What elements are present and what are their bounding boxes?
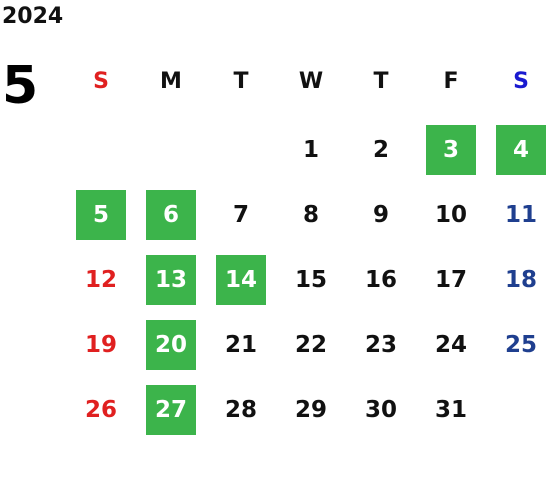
day-cell-holiday: 20 [146,320,196,370]
day-cell: 26 [84,397,117,423]
day-cell: 7 [232,202,249,228]
weekday-header: S [93,68,109,94]
day-cell: 17 [434,267,467,293]
day-cell: 1 [302,137,319,163]
day-cell-holiday: 3 [426,125,476,175]
day-cell: 25 [504,332,537,358]
day-cell: 29 [294,397,327,423]
weekday-header: S [513,68,529,94]
weekday-header: M [160,68,182,94]
month-number: 5 [2,56,39,116]
day-cell: 10 [434,202,467,228]
day-cell-holiday: 13 [146,255,196,305]
day-cell: 12 [84,267,117,293]
year-label: 2024 [2,4,64,29]
day-cell: 31 [434,397,467,423]
day-cell: 9 [372,202,389,228]
day-cell: 30 [364,397,397,423]
day-cell: 24 [434,332,467,358]
day-cell-holiday: 5 [76,190,126,240]
day-cell: 18 [504,267,537,293]
weekday-header: T [233,68,249,94]
day-cell: 16 [364,267,397,293]
day-cell: 21 [224,332,257,358]
day-cell-holiday: 27 [146,385,196,435]
day-cell: 15 [294,267,327,293]
day-cell-holiday: 14 [216,255,266,305]
weekday-header: F [443,68,459,94]
day-cell-holiday: 4 [496,125,546,175]
day-cell: 28 [224,397,257,423]
weekday-header: W [298,68,324,94]
day-cell: 22 [294,332,327,358]
day-cell: 19 [84,332,117,358]
day-cell: 23 [364,332,397,358]
day-cell: 2 [372,137,389,163]
weekday-header: T [373,68,389,94]
day-cell: 8 [302,202,319,228]
day-cell: 11 [504,202,537,228]
day-cell-holiday: 6 [146,190,196,240]
